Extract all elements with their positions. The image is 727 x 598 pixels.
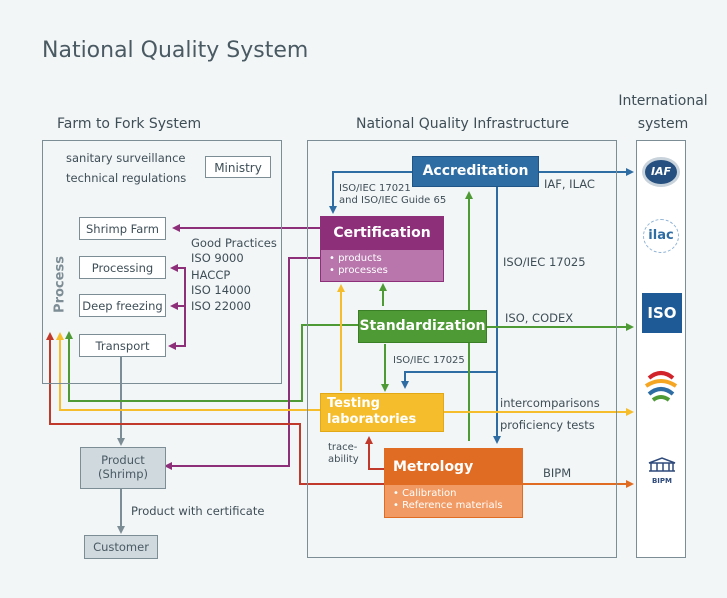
arrow-accreditation-testing bbox=[401, 371, 497, 389]
bipm-logo-text: BIPM bbox=[651, 477, 673, 485]
stage-label: Processing bbox=[91, 261, 154, 275]
practice-label: Good Practices bbox=[191, 236, 277, 250]
certification-item: • processes bbox=[329, 265, 388, 276]
stage-transport: Transport bbox=[79, 334, 166, 357]
bipm-label: BIPM bbox=[543, 466, 572, 480]
metrology-box: Metrology • Calibration • Reference mate… bbox=[384, 448, 523, 518]
certification-item: • products bbox=[329, 253, 382, 264]
stage-label: Deep freezing bbox=[82, 299, 163, 313]
product-label-line1: Product bbox=[101, 453, 145, 467]
iso17021-label-line2: and ISO/IEC Guide 65 bbox=[339, 195, 447, 206]
product-label-line2: (Shrimp) bbox=[98, 467, 148, 481]
intl-panel bbox=[636, 140, 686, 558]
iso-logo-text: ISO bbox=[647, 304, 677, 322]
arrow-certification-product bbox=[164, 257, 320, 470]
arrow-metrology-testing bbox=[365, 436, 384, 470]
ministry-label: Ministry bbox=[214, 161, 262, 175]
standardization-box: Standardization bbox=[358, 310, 487, 343]
farm-section-heading: Farm to Fork System bbox=[57, 116, 202, 132]
practice-label: ISO 9000 bbox=[191, 251, 244, 265]
metrology-item: • Reference materials bbox=[393, 500, 503, 511]
iaf-logo: IAF bbox=[642, 157, 680, 187]
product-with-certificate-label: Product with certificate bbox=[131, 504, 265, 518]
traceability-label-line2: ability bbox=[328, 454, 359, 465]
customer-box: Customer bbox=[84, 535, 158, 559]
certification-header: Certification bbox=[321, 217, 443, 250]
stage-label: Shrimp Farm bbox=[85, 222, 159, 236]
iso17025-label-a: ISO/IEC 17025 bbox=[503, 255, 586, 269]
wto-logo bbox=[644, 371, 678, 402]
practice-label: HACCP bbox=[191, 268, 231, 282]
arrow-standardization-process bbox=[65, 324, 358, 402]
metrology-label: Metrology bbox=[393, 459, 474, 475]
metrology-item: • Calibration bbox=[393, 488, 457, 499]
arrow-accreditation-certification bbox=[329, 171, 412, 214]
nqi-section-heading: National Quality Infrastructure bbox=[356, 116, 570, 132]
testing-laboratories-box: Testing laboratories bbox=[320, 393, 444, 432]
testing-label-line1: Testing bbox=[327, 396, 380, 411]
accreditation-label: Accreditation bbox=[422, 163, 529, 179]
testing-label-line2: laboratories bbox=[327, 412, 417, 427]
page-title: National Quality System bbox=[42, 38, 309, 63]
technical-regulations-label: technical regulations bbox=[66, 171, 187, 185]
bipm-logo: BIPM bbox=[644, 457, 680, 487]
product-box: Product (Shrimp) bbox=[80, 447, 166, 489]
accreditation-box: Accreditation bbox=[412, 156, 539, 187]
customer-label: Customer bbox=[93, 540, 149, 554]
arrow-testing-process bbox=[56, 332, 320, 411]
farm-panel bbox=[42, 140, 282, 384]
ilac-logo: ilac bbox=[643, 219, 679, 253]
proficiency-tests-label: proficiency tests bbox=[500, 418, 595, 432]
iaf-logo-text: IAF bbox=[650, 165, 672, 178]
arrow-metrology-process bbox=[46, 332, 384, 485]
metrology-header: Metrology bbox=[385, 449, 522, 485]
stage-label: Transport bbox=[95, 339, 150, 353]
standardization-label: Standardization bbox=[359, 318, 486, 334]
traceability-label-line1: trace- bbox=[328, 442, 358, 453]
stage-shrimp-farm: Shrimp Farm bbox=[79, 217, 166, 240]
iso-codex-label: ISO, CODEX bbox=[505, 311, 574, 325]
iaf-ilac-label: IAF, ILAC bbox=[544, 177, 595, 191]
certification-label: Certification bbox=[333, 225, 431, 241]
certification-box: Certification • products • processes bbox=[320, 216, 444, 282]
intl-section-heading-line2: system bbox=[637, 116, 689, 132]
iso17025-label-b: ISO/IEC 17025 bbox=[393, 355, 465, 366]
practice-label: ISO 22000 bbox=[191, 299, 251, 313]
iso17021-label-line1: ISO/IEC 17021 bbox=[339, 183, 411, 194]
stage-deep-freezing: Deep freezing bbox=[79, 294, 166, 317]
nqi-panel bbox=[307, 140, 617, 558]
bipm-building-icon bbox=[648, 457, 676, 472]
process-label: Process bbox=[52, 256, 68, 313]
ilac-logo-text: ilac bbox=[648, 228, 674, 243]
practice-label: ISO 14000 bbox=[191, 283, 251, 297]
ministry-box: Ministry bbox=[205, 156, 271, 178]
sanitary-surveillance-label: sanitary surveillance bbox=[66, 151, 186, 165]
intl-section-heading-line1: International bbox=[618, 93, 708, 109]
intercomparisons-label: intercomparisons bbox=[500, 396, 600, 410]
iso-logo: ISO bbox=[642, 293, 682, 333]
stage-processing: Processing bbox=[79, 256, 166, 279]
